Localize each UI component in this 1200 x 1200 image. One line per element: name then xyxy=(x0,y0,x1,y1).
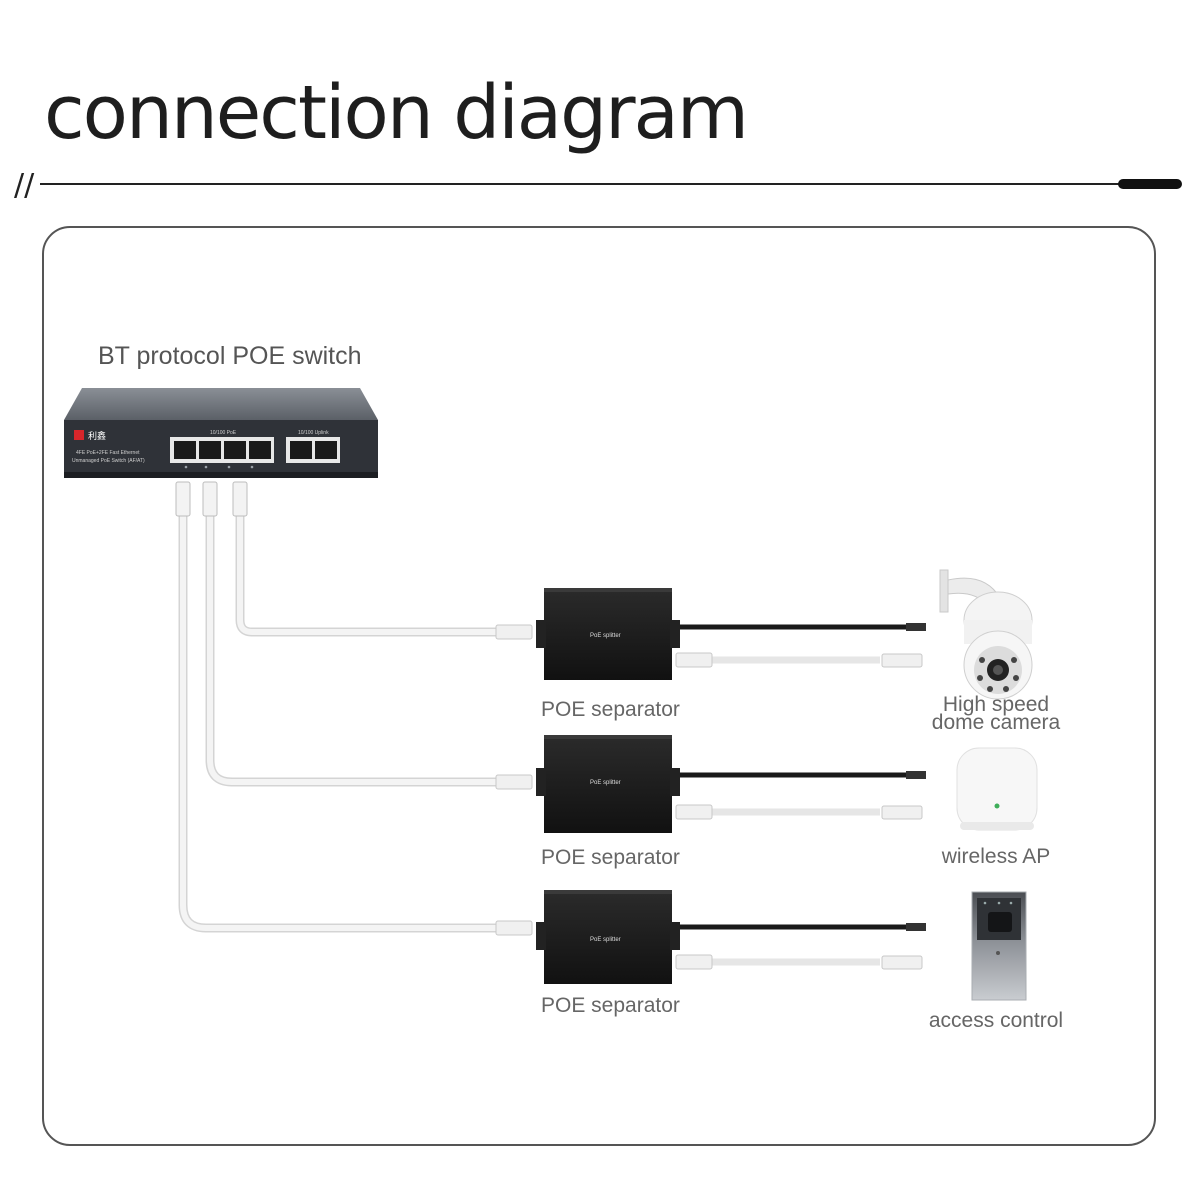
rj45-plug xyxy=(881,805,923,820)
separator-brand: PoE splitter xyxy=(590,780,621,786)
device-label-camera: High speed dome camera xyxy=(926,693,1066,734)
switch-rj45-plugs xyxy=(175,481,248,517)
separator-brand: PoE splitter xyxy=(590,937,621,943)
page-title: connection diagram xyxy=(44,70,749,156)
dc-plug xyxy=(906,623,926,631)
title-rule-slashes: // xyxy=(14,168,35,203)
dc-plug xyxy=(906,771,926,779)
switch-label: BT protocol POE switch xyxy=(98,342,362,370)
switch-uplink-label: 10/100 Uplink xyxy=(298,430,329,436)
switch-model-line-1: 4FE PoE+2FE Fast Ethernet xyxy=(76,450,140,456)
poe-separator-1: PoE splitter xyxy=(495,588,926,680)
poe-port xyxy=(249,441,271,459)
title-rule-cap xyxy=(1118,179,1182,189)
rj45-plug xyxy=(175,481,191,517)
switch-model-line-2: Unmanaged PoE Switch (AF/AT) xyxy=(72,458,145,464)
cable-to-separator-2 xyxy=(205,505,505,787)
device-label-camera-line-1: High speed xyxy=(942,693,1050,716)
uplink-port xyxy=(290,441,312,459)
rj45-plug xyxy=(495,774,533,790)
rj45-plug xyxy=(232,481,248,517)
brand-logo-icon xyxy=(74,430,84,440)
rj45-plug xyxy=(675,954,713,970)
poe-separator-3: PoE splitter xyxy=(495,890,926,984)
separator-label-3: POE separator xyxy=(541,994,680,1017)
access-control-icon xyxy=(971,891,1027,1001)
poe-switch: 利鑫 4FE PoE+2FE Fast Ethernet Unmanaged P… xyxy=(64,388,378,478)
diagram-panel xyxy=(42,226,1156,1146)
rj45-plug xyxy=(675,804,713,820)
poe-port xyxy=(199,441,221,459)
cable-to-separator-1 xyxy=(235,505,505,637)
poe-port xyxy=(224,441,246,459)
rj45-plug xyxy=(675,652,713,668)
device-label-wireless-ap: wireless AP xyxy=(941,845,1051,868)
device-label-camera-line-2: dome camera xyxy=(931,711,1061,734)
separator-label-1: POE separator xyxy=(541,698,680,721)
status-leds xyxy=(184,465,254,469)
title-rule-line xyxy=(40,183,1120,185)
dc-plug xyxy=(906,923,926,931)
switch-brand: 利鑫 xyxy=(88,430,106,442)
switch-to-separator-cables xyxy=(178,505,505,933)
poe-port-group xyxy=(170,437,274,463)
separator-brand: PoE splitter xyxy=(590,633,621,639)
dome-camera-icon xyxy=(939,569,1033,700)
rj45-plug xyxy=(881,955,923,970)
wireless-ap-icon xyxy=(956,747,1038,831)
separator-label-2: POE separator xyxy=(541,846,680,869)
rj45-plug xyxy=(881,653,923,668)
rj45-plug xyxy=(495,920,533,936)
rj45-plug xyxy=(495,624,533,640)
poe-separator-2: PoE splitter xyxy=(495,735,926,833)
device-label-access-control: access control xyxy=(928,1009,1064,1032)
rj45-plug xyxy=(202,481,218,517)
cable-to-separator-3 xyxy=(178,505,505,933)
uplink-port xyxy=(315,441,337,459)
uplink-port-group xyxy=(286,437,340,463)
switch-ports-label: 10/100 PoE xyxy=(210,430,237,436)
poe-port xyxy=(174,441,196,459)
